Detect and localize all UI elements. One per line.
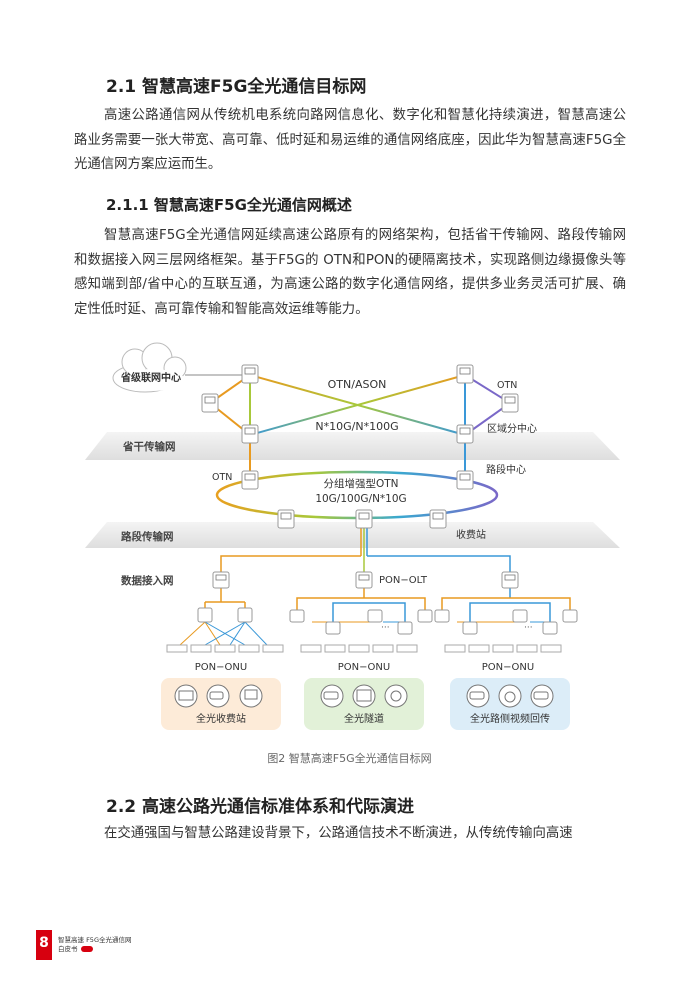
footer-doc-subtitle: 白皮书 bbox=[58, 943, 93, 953]
brand-logo-icon bbox=[80, 946, 93, 952]
bullet-camera-icon bbox=[320, 684, 344, 708]
access-tree-middle bbox=[296, 588, 426, 623]
section-2-1-title: 2.1 智慧高速F5G全光通信目标网 bbox=[106, 77, 367, 97]
segment-layer-label: 路段传输网 bbox=[121, 530, 174, 543]
section-2-2-text: 在交通强国与智慧公路建设背景下，公路通信技术不断演进，从传统传输向高速 bbox=[104, 826, 573, 841]
segment-center-label: 路段中心 bbox=[486, 463, 526, 476]
ellipsis-right: ··· bbox=[524, 623, 533, 633]
access-tree-right bbox=[441, 588, 571, 623]
pon-olt-label: PON−OLT bbox=[379, 575, 428, 586]
section-2-1-1-paragraph: 智慧高速F5G全光通信网延续高速公路原有的网络架构，包括省干传输网、路段传输网和… bbox=[74, 224, 626, 323]
section-2-1-paragraph: 高速公路通信网从传统机电系统向路网信息化、数字化和智慧化持续演进，智慧高速公路业… bbox=[74, 104, 626, 178]
control-box-icon bbox=[352, 684, 376, 708]
backbone-layer-label: 省干传输网 bbox=[122, 440, 176, 453]
section-2-1-1-text: 智慧高速F5G全光通信网延续高速公路原有的网络架构，包括省干传输网、路段传输网和… bbox=[74, 228, 626, 318]
section-2-2-paragraph: 在交通强国与智慧公路建设背景下，公路通信技术不断演进，从传统传输向高速 bbox=[74, 822, 626, 847]
figure-caption: 图2 智慧高速F5G全光通信目标网 bbox=[267, 752, 432, 765]
pon-onu-label-1: PON−ONU bbox=[195, 662, 247, 673]
ring-label-2: 10G/100G/N*10G bbox=[315, 493, 406, 505]
cloud-icon bbox=[112, 342, 187, 393]
dome-camera-icon bbox=[498, 684, 522, 708]
access-layer-label: 数据接入网 bbox=[120, 574, 174, 587]
toll-station-label: 收费站 bbox=[456, 528, 486, 541]
cloud-label: 省级联网中心 bbox=[120, 371, 181, 384]
toll-gate-icon bbox=[174, 684, 198, 708]
terminal-icon bbox=[239, 684, 263, 708]
roadside-camera-icon bbox=[466, 684, 490, 708]
otn-left-label: OTN bbox=[212, 472, 232, 483]
ptz-camera-icon bbox=[530, 684, 554, 708]
pon-onu-label-3: PON−ONU bbox=[482, 662, 534, 673]
emergency-phone-icon bbox=[384, 684, 408, 708]
section-2-1-1-title: 2.1.1 智慧高速F5G全光通信网概述 bbox=[106, 196, 352, 214]
scenario-label-toll: 全光收费站 bbox=[196, 712, 246, 725]
onu-strips bbox=[166, 644, 562, 653]
scenario-label-roadside: 全光路侧视频回传 bbox=[470, 712, 550, 725]
node-screen-icons bbox=[204, 367, 516, 581]
segment-layer-plane bbox=[85, 522, 620, 548]
footer-doc-title: 智慧高速 F5G全光通信网 bbox=[58, 936, 132, 944]
bandwidth-label: N*10G/N*100G bbox=[315, 420, 398, 433]
ellipsis-middle: ··· bbox=[381, 623, 390, 633]
page-number: 8 bbox=[39, 935, 49, 951]
section-2-2-title: 2.2 高速公路光通信标准体系和代际演进 bbox=[106, 797, 415, 817]
pon-onu-label-2: PON−ONU bbox=[338, 662, 390, 673]
otn-ason-label: OTN/ASON bbox=[328, 378, 387, 391]
otn-right-label: OTN bbox=[497, 380, 517, 391]
section-2-1-text: 高速公路通信网从传统机电系统向路网信息化、数字化和智慧化持续演进，智慧高速公路业… bbox=[74, 108, 626, 173]
footer-subtitle-text: 白皮书 bbox=[58, 945, 78, 953]
network-diagram: 省级联网中心 bbox=[85, 340, 625, 740]
ring-label-1: 分组增强型OTN bbox=[323, 477, 398, 490]
access-tree-left bbox=[179, 588, 268, 646]
page-number-badge bbox=[36, 930, 52, 960]
scenario-label-tunnel: 全光隧道 bbox=[344, 712, 384, 725]
network-nodes bbox=[197, 364, 578, 635]
camera-icon bbox=[206, 684, 230, 708]
backbone-layer-plane bbox=[85, 432, 620, 460]
regional-center-label: 区域分中心 bbox=[487, 422, 537, 435]
